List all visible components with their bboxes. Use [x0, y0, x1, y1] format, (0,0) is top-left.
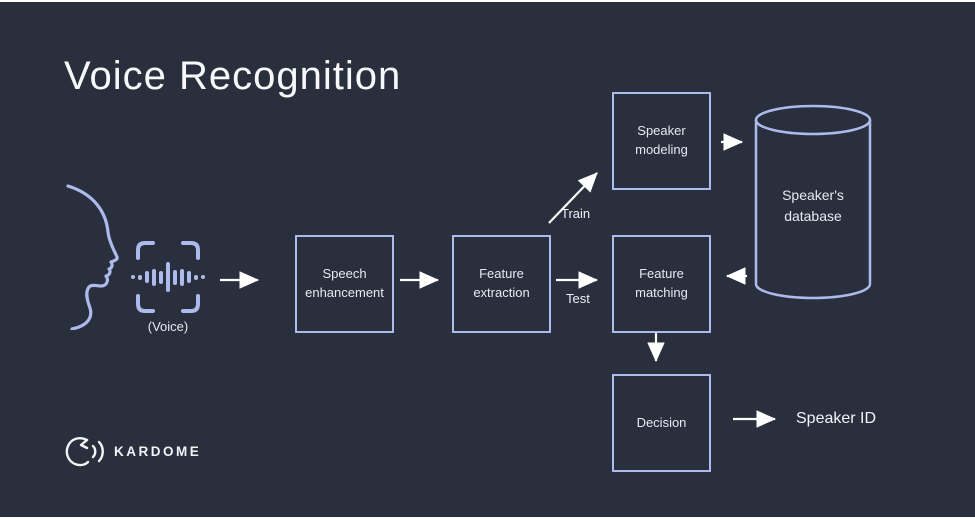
- node-feature-matching: Feature matching: [612, 235, 711, 333]
- database-cylinder-icon: [754, 104, 872, 300]
- node-label: Feature extraction: [473, 266, 530, 300]
- node-speakers-database: Speaker's database: [756, 185, 870, 227]
- speaker-id-output-label: Speaker ID: [796, 410, 877, 427]
- page-title: Voice Recognition: [64, 54, 402, 98]
- node-decision: Decision: [612, 374, 711, 472]
- node-speaker-modeling: Speaker modeling: [612, 92, 711, 190]
- voice-scan-icon: [126, 238, 210, 316]
- waveform-icon: [126, 238, 210, 316]
- face-profile-icon: [56, 180, 136, 330]
- node-label: Speaker modeling: [635, 123, 688, 157]
- train-edge-label: Train: [561, 206, 591, 221]
- brand-name: KARDOME: [114, 443, 202, 459]
- voice-label: (Voice): [147, 319, 189, 334]
- node-label: Speech enhancement: [305, 266, 384, 300]
- node-speech-enhancement: Speech enhancement: [295, 235, 394, 333]
- scan-brackets-icon: [136, 241, 200, 313]
- test-edge-label: Test: [566, 291, 590, 306]
- kardome-logo-icon: [65, 437, 104, 467]
- node-feature-extraction: Feature extraction: [452, 235, 551, 333]
- database-label-line2: database: [784, 208, 842, 224]
- node-label: Feature matching: [635, 266, 688, 300]
- brand-logo: KARDOME: [62, 434, 201, 468]
- node-label: Decision: [636, 414, 687, 430]
- database-label-line1: Speaker's: [782, 187, 844, 203]
